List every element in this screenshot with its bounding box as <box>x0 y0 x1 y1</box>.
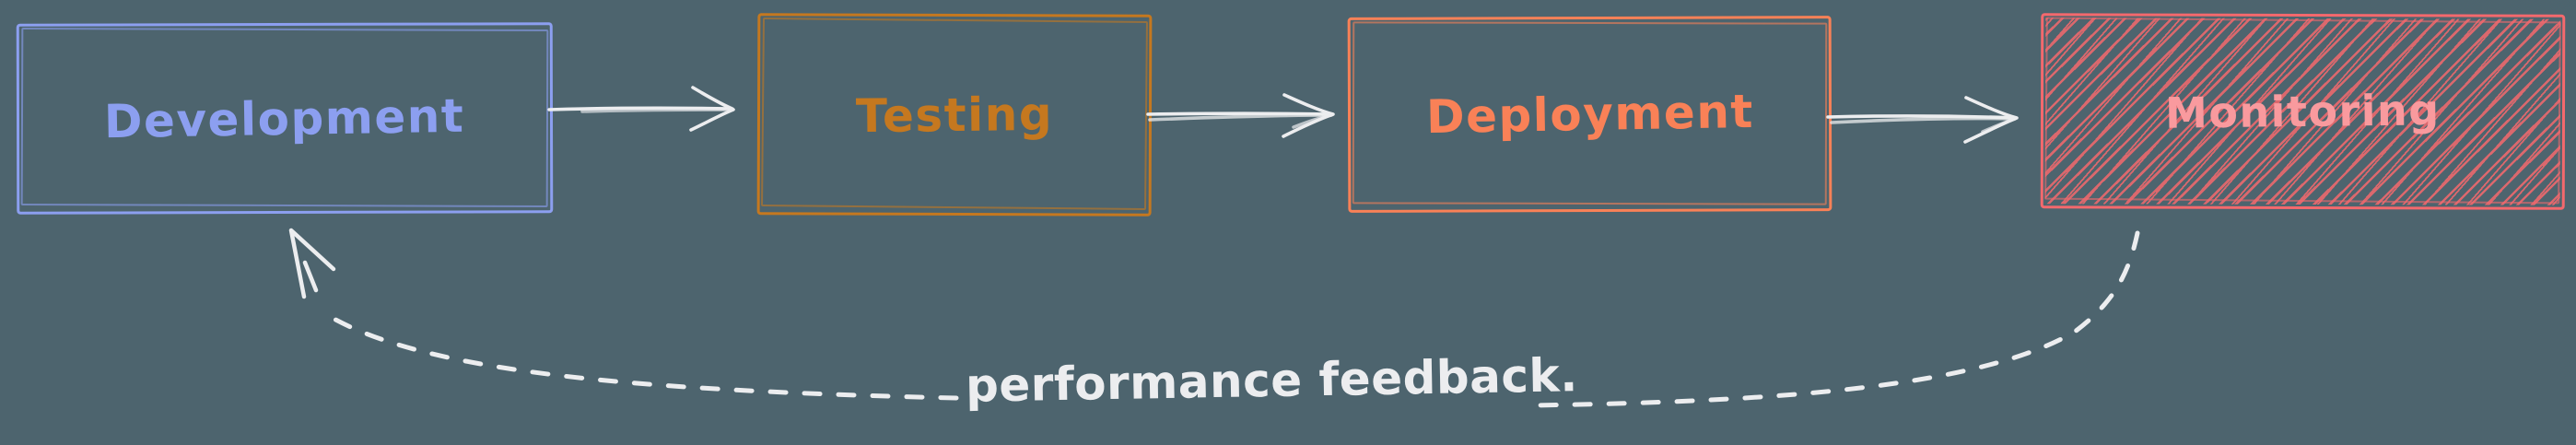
arrow-line-2 <box>580 108 732 113</box>
arrow-development-to-testing[interactable] <box>547 79 759 138</box>
arrow-testing-to-deployment[interactable] <box>1146 85 1358 144</box>
arrow-head-icon <box>1282 93 1335 138</box>
feedback-curve-left <box>322 310 959 401</box>
arrow-deployment-to-monitoring[interactable] <box>1826 88 2043 147</box>
feedback-arrow-head-tick-icon <box>302 260 319 293</box>
feedback-arrow-head-icon <box>288 228 336 299</box>
arrow-head-icon-2 <box>1292 113 1333 129</box>
arrow-head-icon-2 <box>1981 117 2017 134</box>
feedback-label[interactable]: performance feedback. <box>965 348 1579 413</box>
arrow-line-2 <box>1830 116 2015 124</box>
arrow-head-icon-2 <box>700 91 734 111</box>
arrow-head-icon <box>1963 96 2019 144</box>
arrow-line-2 <box>1148 113 1331 122</box>
feedback-curve-right <box>1528 230 2140 408</box>
